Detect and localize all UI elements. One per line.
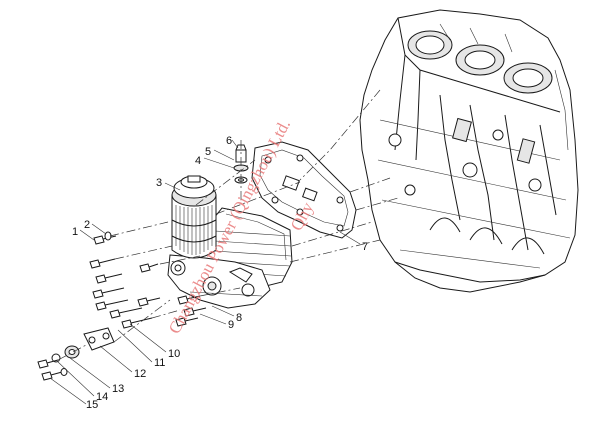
oil-filter-drawing	[171, 175, 217, 259]
callout-4: 4	[195, 155, 201, 167]
callout-15: 15	[86, 399, 98, 411]
callout-9: 9	[228, 319, 234, 331]
gasket-drawing	[251, 141, 357, 239]
oil-cooler-housing-drawing	[167, 207, 293, 309]
callout-1: 1	[72, 226, 78, 238]
callout-12: 12	[134, 368, 146, 380]
callout-6: 6	[226, 135, 232, 147]
fitting-set-drawing	[37, 327, 115, 381]
callout-11: 11	[154, 357, 165, 369]
leader-lines	[49, 139, 361, 405]
callout-8: 8	[236, 312, 242, 324]
callout-3: 3	[156, 177, 162, 189]
alignment-lines	[57, 89, 399, 361]
callout-14: 14	[96, 391, 108, 403]
callout-10: 10	[168, 348, 180, 360]
engine-block-drawing	[359, 9, 579, 293]
callout-2: 2	[84, 219, 90, 231]
callout-labels: 1 2 3 4 5 6 7 8 9 10 11 12 13 14 15	[72, 135, 368, 411]
bolt-set-drawing	[89, 231, 207, 329]
callout-7: 7	[362, 241, 368, 253]
callout-13: 13	[112, 383, 124, 395]
callout-5: 5	[205, 146, 211, 158]
